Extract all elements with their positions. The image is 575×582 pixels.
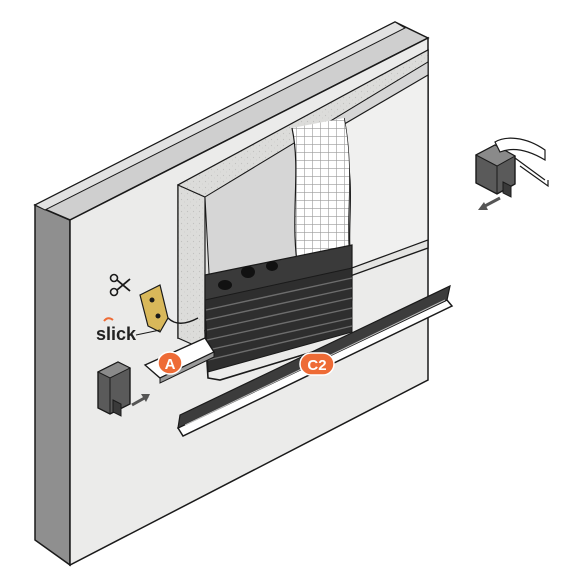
- right-end-cap: [474, 144, 517, 198]
- callout-label-a: A: [165, 356, 176, 373]
- arrow-left-icon: [478, 196, 501, 210]
- brand-accent: [103, 317, 114, 322]
- profile-hole: [241, 266, 255, 278]
- rail-end-section: [494, 137, 549, 188]
- left-end-cap: [96, 361, 132, 417]
- slick-clip: [135, 284, 199, 336]
- arrow-right-icon: [131, 394, 150, 407]
- profile-hole: [266, 261, 278, 271]
- wall-side-face: [34, 203, 71, 567]
- profile-hole: [218, 280, 232, 290]
- scissors-icon: [109, 273, 131, 297]
- starter-track-profile: [204, 244, 353, 381]
- brand-label: slick: [96, 324, 137, 344]
- callout-label-c2: C2: [307, 357, 326, 374]
- callout-part-c2: C2: [299, 352, 335, 376]
- wall-top-edge-band: [33, 21, 407, 211]
- insulation-edge: [177, 184, 206, 351]
- callout-part-a: A: [157, 351, 183, 375]
